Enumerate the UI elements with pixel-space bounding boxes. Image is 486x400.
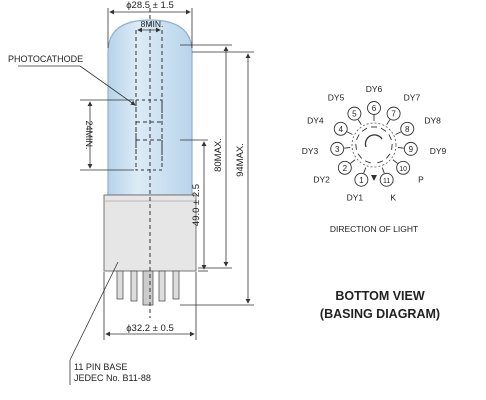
pin-lead [395,131,402,135]
top-diameter-dim: ϕ28.5 ± 1.5 [126,0,174,11]
base-label-line1: 11 PIN BASE [74,362,127,372]
pin-name-dy2: DY2 [313,174,330,184]
pin-name-dy1: DY1 [347,193,364,203]
pin-name-dy8: DY8 [424,115,441,125]
photocathode-arc [364,134,383,148]
electrode-tick [377,160,384,164]
pin-circle-11 [379,172,394,187]
key-marker [371,175,377,181]
pin-number-3: 3 [335,145,340,154]
bottom-view-title: BOTTOM VIEW [335,289,425,303]
seat-length-dim: 49.0 ± 2.5 [191,184,202,226]
pin-lead [363,167,367,174]
electrode-tick [388,134,392,141]
pin-number-8: 8 [405,125,410,134]
pin-name-dy3: DY3 [302,146,319,156]
pin-circle-7 [386,106,401,121]
pin-name-dy6: DY6 [366,84,383,94]
pin-circle-6 [367,101,381,115]
max-length-94-dim: 94MAX. [235,143,246,177]
basing-inner-ring [351,122,397,168]
pin-lead [381,167,385,174]
photocathode-width-dim: 8MIN. [141,19,164,29]
pin-circle-2 [337,160,352,175]
pin-circle-9 [403,141,418,156]
pin-name-dy5: DY5 [328,93,345,103]
base-pins [116,270,180,306]
pin-circle-1 [354,172,369,187]
pin-name-p: P [418,174,424,184]
pin-lead [386,119,391,125]
electrode-tick [391,143,393,150]
electrode-tick [357,153,363,159]
electrode-tick [355,143,357,150]
pin-name-dy7: DY7 [404,93,421,103]
pin-number-2: 2 [343,164,348,173]
electrode-tick [364,160,371,164]
electrode-tick [361,127,368,132]
pin-number-7: 7 [391,110,396,119]
electrode-tick [385,153,391,159]
pin-number-5: 5 [352,110,357,119]
pin-circle-8 [400,121,415,136]
tube-side-view: ϕ28.5 ± 1.5 8MIN. PHOTOCATHODE 24MIN. 49… [8,0,254,385]
pin-lead [346,131,353,135]
pin-circle-10 [396,160,411,175]
pin-lead [344,147,351,149]
pin-lead [350,159,356,164]
photocathode-label: PHOTOCATHODE [8,54,83,64]
cathode-height-dim: 24MIN. [84,120,94,149]
pin-lead [397,147,404,149]
pin-name-dy9: DY9 [430,146,447,156]
pin-circle-3 [330,141,345,156]
base-diameter-dim: ϕ32.2 ± 0.5 [126,323,174,334]
electrode-tick [380,127,387,132]
pin-number-6: 6 [372,104,377,113]
pin-number-4: 4 [339,125,344,134]
basing-diagram-title: (BASING DIAGRAM) [320,307,440,321]
pin-number-1: 1 [359,176,364,185]
pin-circle-5 [347,106,362,121]
electrode-tick [356,134,360,141]
direction-of-light-label: DIRECTION OF LIGHT [330,224,418,234]
pin-number-11: 11 [383,178,390,185]
pin-lead [357,119,362,125]
pin-number-10: 10 [399,166,407,173]
pin-lead [392,159,398,164]
pin-number-9: 9 [409,145,414,154]
base-label-line2: JEDEC No. B11-88 [74,373,151,383]
pin-circle-4 [333,121,348,136]
pin-name-k: K [390,193,396,203]
pin-name-dy4: DY4 [307,115,324,125]
max-length-80-dim: 80MAX. [213,138,224,172]
